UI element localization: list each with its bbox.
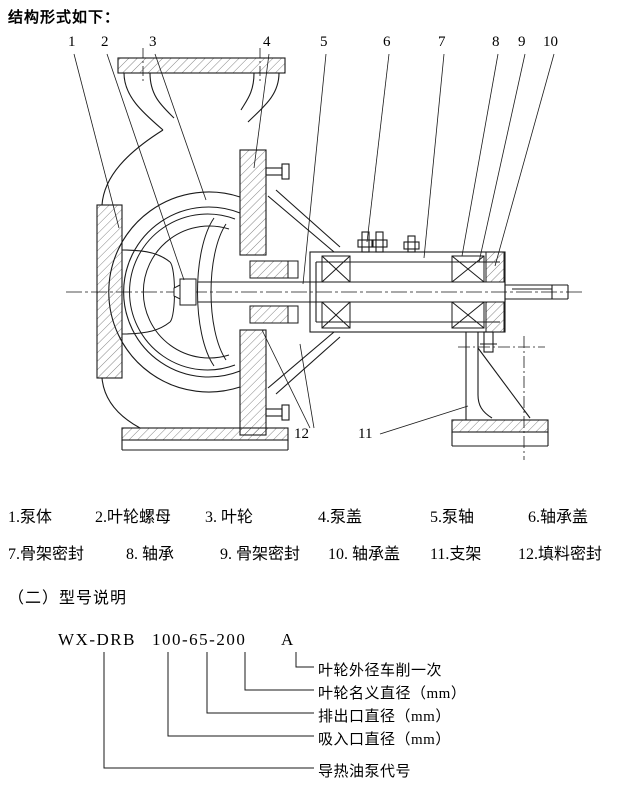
model-code-variant: A [281, 630, 295, 649]
part-1-pump-body: 1.泵体 [8, 509, 53, 526]
bearings [321, 251, 505, 333]
part-8-bearing: 8. 轴承 [126, 546, 175, 563]
impeller [129, 213, 236, 371]
callout-11: 11 [358, 426, 373, 442]
page-heading: 结构形式如下： [8, 10, 121, 26]
anno-impeller-trimmed: 叶轮外径车削一次 [318, 663, 443, 679]
callout-7: 7 [438, 34, 446, 50]
anno-impeller-diameter: 叶轮名义直径（mm） [318, 686, 467, 702]
callout-6: 6 [383, 34, 391, 50]
part-7-lip-seal: 7.骨架密封 [8, 546, 85, 563]
callout-3: 3 [149, 34, 157, 50]
callout-12: 12 [294, 426, 309, 442]
part-9-lip-seal: 9. 骨架密封 [220, 546, 301, 563]
leader-lines [73, 53, 555, 435]
pump-cover [239, 149, 341, 436]
callout-4: 4 [263, 34, 271, 50]
anno-discharge-diameter: 排出口直径（mm） [318, 709, 451, 725]
pump-shaft [198, 281, 569, 303]
support-bracket [451, 332, 549, 447]
part-10-bearing-cover: 10. 轴承盖 [328, 546, 401, 563]
part-5-pump-shaft: 5.泵轴 [430, 509, 475, 526]
part-12-packing-seal: 12.填料密封 [518, 546, 603, 563]
callout-8: 8 [492, 34, 500, 50]
centerlines [66, 48, 584, 460]
anno-suction-diameter: 吸入口直径（mm） [318, 732, 451, 748]
bearing-frame [309, 231, 506, 353]
part-3-impeller: 3. 叶轮 [205, 509, 254, 526]
model-code-size: 100-65-200 [152, 630, 247, 649]
model-annotation-lines [103, 652, 314, 769]
impeller-nut [173, 278, 197, 306]
callout-1: 1 [68, 34, 76, 50]
part-11-bracket: 11.支架 [430, 546, 482, 563]
packing-seal [249, 260, 299, 324]
callout-10: 10 [543, 34, 558, 50]
part-4-pump-cover: 4.泵盖 [318, 509, 363, 526]
callout-9: 9 [518, 34, 526, 50]
model-code-series: WX-DRB [58, 630, 136, 649]
anno-pump-code: 导热油泵代号 [318, 764, 412, 780]
model-section-title: （二）型号说明 [8, 590, 128, 607]
part-6-bearing-cover: 6.轴承盖 [528, 509, 589, 526]
callout-2: 2 [101, 34, 109, 50]
callout-5: 5 [320, 34, 328, 50]
part-2-impeller-nut: 2.叶轮螺母 [95, 509, 172, 526]
